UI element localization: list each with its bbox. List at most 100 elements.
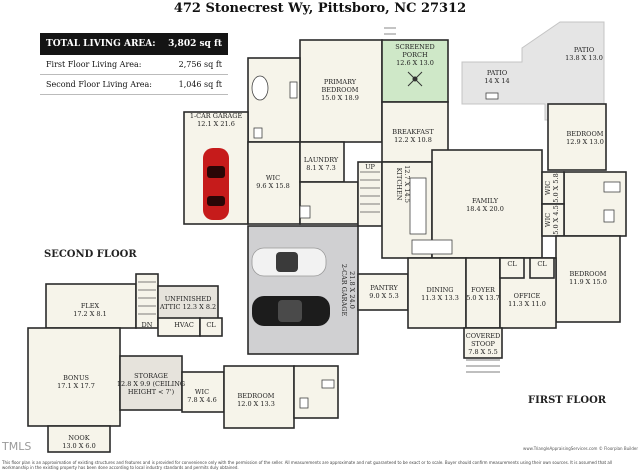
laundry-label: LAUNDRY xyxy=(304,156,339,164)
storage-label-3: HEIGHT < 7') xyxy=(128,388,175,396)
laundry-dims: 8.1 X 7.3 xyxy=(306,164,335,172)
dining-dims: 11.3 X 13.3 xyxy=(421,294,459,302)
bonus-dims: 17.1 X 17.7 xyxy=(57,382,95,390)
flex-label: FLEX xyxy=(81,302,100,310)
wic-up-dims: 7.8 X 4.6 xyxy=(187,396,216,404)
covered-stoop-label: COVERED xyxy=(466,332,500,340)
foyer-label: FOYER xyxy=(471,286,496,294)
bedroom-ne-room xyxy=(547,103,607,171)
wic-b-room xyxy=(541,203,565,237)
patio-b-label: PATIO xyxy=(574,46,594,54)
bedroom-ne-label: BEDROOM xyxy=(567,130,604,138)
garage-2car-label: 2-CAR GARAGE xyxy=(340,264,348,317)
storage-room xyxy=(119,355,183,411)
ceiling-fan-icon xyxy=(407,71,423,87)
pantry-room xyxy=(357,273,409,311)
office-label: OFFICE xyxy=(514,292,541,300)
mls-watermark: TMLS xyxy=(2,440,32,453)
page-title: 472 Stonecrest Wy, Pittsboro, NC 27312 xyxy=(173,1,467,16)
dining-room xyxy=(407,257,467,329)
covered-stoop-dims: 7.8 X 5.5 xyxy=(468,348,497,356)
nook-dims: 13.0 X 6.0 xyxy=(62,442,96,450)
stat-value: 1,046 sq ft xyxy=(178,80,222,89)
kitchen-dims: 12.7 X 14.5 xyxy=(403,165,411,203)
attic-label-2: ATTIC 12.3 X 8.2 xyxy=(159,303,216,311)
garage-2car-dims: 21.8 X 24.0 xyxy=(348,271,356,309)
car-black-icon xyxy=(252,296,330,326)
patio-furniture-icon xyxy=(485,92,499,100)
wic-b-dims: 5.0 X 4.5 xyxy=(552,205,560,234)
patio-a-label: PATIO xyxy=(487,69,507,77)
storage-label-2: 12.8 X 9.9 (CEILING xyxy=(117,380,185,388)
primary-bedroom-label: PRIMARY xyxy=(324,78,357,86)
closet-b-room xyxy=(529,257,555,279)
bonus-room xyxy=(27,327,121,427)
wic-a-label: WIC xyxy=(544,181,552,195)
family-label: FAMILY xyxy=(472,197,499,205)
garage-2car-room xyxy=(247,225,359,355)
bedroom-up-label: BEDROOM xyxy=(238,392,275,400)
bedroom-e-room xyxy=(555,235,621,323)
laundry-room xyxy=(299,141,345,183)
garage-1car-label: 1-CAR GARAGE xyxy=(190,112,243,120)
stairs-second-floor xyxy=(138,281,500,373)
bedroom-up-room xyxy=(223,365,295,429)
up-label: UP xyxy=(365,163,375,171)
attic-label: UNFINISHED xyxy=(165,295,212,303)
flex-dims: 17.2 X 8.1 xyxy=(73,310,107,318)
screened-porch-room xyxy=(381,39,449,103)
bonus-label: BONUS xyxy=(63,374,89,382)
wic-primary-dims: 9.6 X 15.8 xyxy=(256,182,290,190)
stat-label: First Floor Living Area: xyxy=(46,60,142,69)
nook-room xyxy=(47,425,111,453)
stat-row-total: TOTAL LIVING AREA: 3,802 sq ft xyxy=(40,33,228,55)
office-dims: 11.3 X 11.0 xyxy=(508,300,546,308)
patio-b-dims: 13.8 X 13.0 xyxy=(565,54,603,62)
bath-fixtures xyxy=(251,75,621,409)
breakfast-label: BREAKFAST xyxy=(392,128,434,136)
closet-a-room xyxy=(499,257,525,279)
nook-label: NOOK xyxy=(68,434,89,442)
stat-value: 2,756 sq ft xyxy=(178,60,222,69)
screened-porch-label-2: PORCH xyxy=(402,51,428,59)
breakfast-dims: 12.2 X 10.8 xyxy=(394,136,432,144)
patio-a-dims: 14 X 14 xyxy=(484,77,509,85)
cl-a-label: CL xyxy=(507,260,517,268)
attic-room xyxy=(157,285,219,321)
primary-bedroom-dims: 15.0 X 18.9 xyxy=(321,94,359,102)
cl-up-label: CL xyxy=(206,321,216,329)
garage-1car-dims: 12.1 X 21.6 xyxy=(197,120,235,128)
bedroom-ne-dims: 12.9 X 13.0 xyxy=(566,138,604,146)
wic-b-label: WIC xyxy=(544,213,552,227)
wic-up-label: WIC xyxy=(195,388,209,396)
disclaimer-text: This floor plan is an approximation of e… xyxy=(2,460,613,470)
storage-label: STORAGE xyxy=(134,372,168,380)
living-area-table: TOTAL LIVING AREA: 3,802 sq ft First Flo… xyxy=(40,33,228,95)
bedroom-up-dims: 12.0 X 13.3 xyxy=(237,400,275,408)
family-dims: 18.4 X 20.0 xyxy=(466,205,504,213)
car-white-icon xyxy=(251,247,327,277)
kitchen-label: KITCHEN xyxy=(395,168,403,201)
second-floor-label: SECOND FLOOR xyxy=(44,249,137,260)
first-floor-label: FIRST FLOOR xyxy=(528,395,607,406)
hvac-label: HVAC xyxy=(174,321,194,329)
stat-value: 3,802 sq ft xyxy=(168,39,222,49)
pantry-label: PANTRY xyxy=(370,284,398,292)
cl-b-label: CL xyxy=(537,260,547,268)
pantry-dims: 9.0 X 5.3 xyxy=(369,292,398,300)
cl-up-room xyxy=(199,317,223,337)
wic-a-dims: 5.0 X 5.8 xyxy=(552,173,560,202)
screened-porch-dims: 12.6 X 13.0 xyxy=(396,59,434,67)
screened-porch-label: SCREENED xyxy=(395,43,434,51)
flex-room xyxy=(45,283,137,329)
stat-label: Second Floor Living Area: xyxy=(46,80,153,89)
kitchen-island xyxy=(409,177,453,255)
stat-row-first-floor: First Floor Living Area: 2,756 sq ft xyxy=(40,55,228,75)
bath-up-room xyxy=(293,365,339,419)
plan-credit: www.TriangleAppraisingServices.com © Flo… xyxy=(523,446,638,451)
primary-bedroom-label-2: BEDROOM xyxy=(322,86,359,94)
stat-row-second-floor: Second Floor Living Area: 1,046 sq ft xyxy=(40,75,228,95)
stairs-first-floor xyxy=(360,27,396,213)
